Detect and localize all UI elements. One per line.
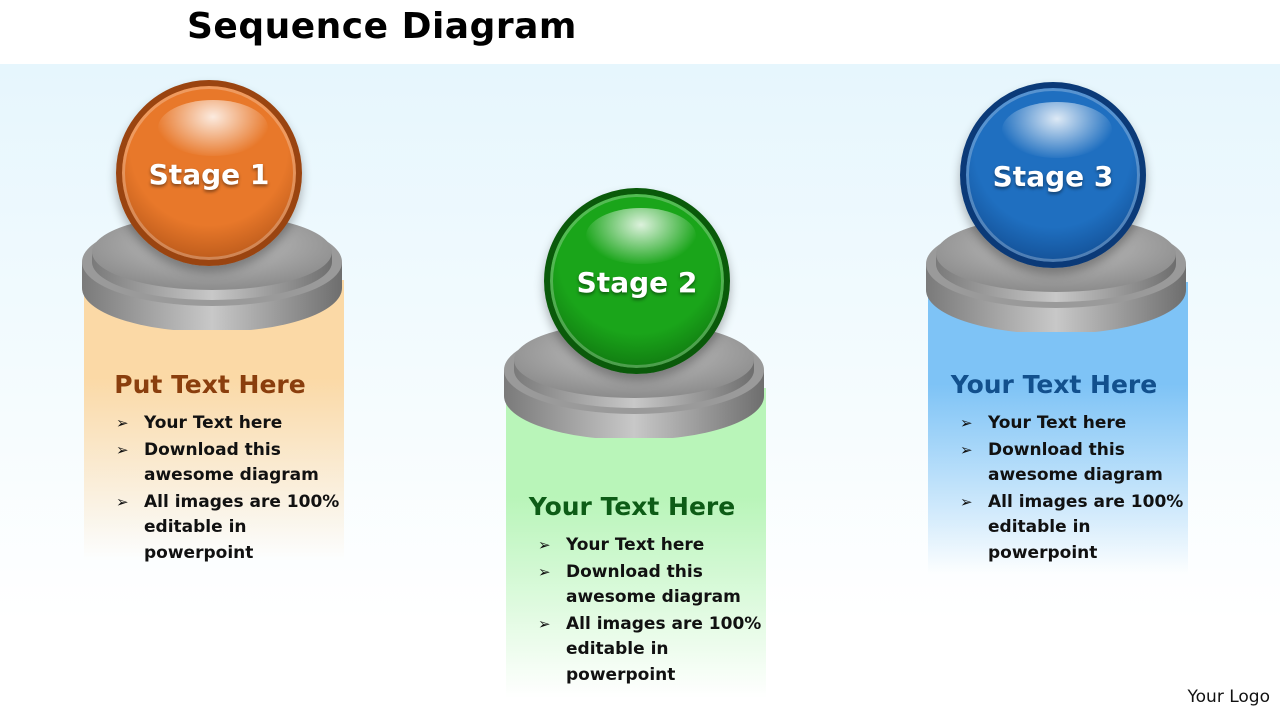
stage-3-bullets: ➢Your Text here ➢Download this awesome d…: [960, 411, 1185, 567]
stage-2: Stage 2 Your Text Here ➢Your Text here ➢…: [502, 188, 772, 698]
gloss-highlight: [158, 100, 268, 156]
arrowhead-bullet-icon: ➢: [116, 492, 129, 511]
list-item: ➢Your Text here: [538, 533, 763, 559]
list-item: ➢Download this awesome diagram: [538, 561, 741, 608]
stage-1-ball: Stage 1: [116, 80, 302, 266]
stage-3-label: Stage 3: [992, 160, 1114, 193]
arrowhead-bullet-icon: ➢: [116, 440, 129, 459]
arrowhead-bullet-icon: ➢: [538, 536, 551, 554]
arrowhead-bullet-icon: ➢: [116, 414, 129, 432]
stage-3-ball: Stage 3: [960, 82, 1146, 268]
stage-3: Stage 3 Your Text Here ➢Your Text here ➢…: [924, 82, 1194, 582]
stage-2-label: Stage 2: [576, 266, 698, 299]
arrowhead-bullet-icon: ➢: [960, 492, 973, 511]
list-item: ➢All images are 100% editable in powerpo…: [960, 491, 1184, 563]
list-item: ➢Your Text here: [116, 411, 341, 437]
gloss-highlight: [1002, 102, 1112, 158]
arrowhead-bullet-icon: ➢: [538, 562, 551, 581]
stage-1-bullets: ➢Your Text here ➢Download this awesome d…: [116, 411, 341, 567]
stage-2-panel: [506, 388, 766, 698]
stage-2-bullets: ➢Your Text here ➢Download this awesome d…: [538, 533, 763, 689]
list-item: ➢Download this awesome diagram: [960, 439, 1163, 486]
stage-2-heading: Your Text Here: [528, 492, 736, 521]
arrowhead-bullet-icon: ➢: [960, 414, 973, 432]
stage-1: Stage 1 Put Text Here ➢Your Text here ➢D…: [80, 80, 350, 580]
list-item: ➢All images are 100% editable in powerpo…: [538, 613, 762, 685]
gloss-highlight: [586, 208, 696, 264]
arrowhead-bullet-icon: ➢: [960, 440, 973, 459]
list-item: ➢Your Text here: [960, 411, 1185, 437]
stage-3-heading: Your Text Here: [950, 370, 1158, 399]
stage-1-label: Stage 1: [148, 158, 270, 191]
arrowhead-bullet-icon: ➢: [538, 614, 551, 633]
list-item: ➢All images are 100% editable in powerpo…: [116, 491, 340, 563]
stage-1-heading: Put Text Here: [114, 370, 306, 399]
list-item: ➢Download this awesome diagram: [116, 439, 319, 486]
page-title: Sequence Diagram: [187, 6, 577, 47]
logo-text: Your Logo: [1187, 687, 1270, 707]
stage-2-ball: Stage 2: [544, 188, 730, 374]
